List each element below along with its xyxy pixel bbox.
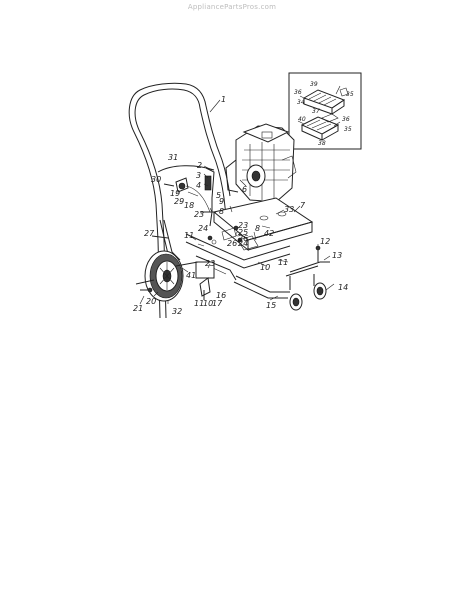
callout-2: 2 (197, 161, 202, 170)
base-frame (185, 197, 314, 281)
callout-33: 33 (284, 205, 294, 214)
main-wheel (135, 250, 199, 302)
callout-24-right: 24 (238, 239, 248, 248)
callout-11-lower: 11 (194, 299, 204, 308)
callout-16: 16 (216, 291, 226, 300)
callout-numbers: 1 2 3 4 5 6 7 8 8 9 10 10 11 11 11 12 13… (133, 95, 348, 316)
inset-callout-36-lower: 36 (342, 116, 350, 123)
inset-callout-40: 40 (298, 116, 306, 123)
watermark: AppliancePartsPros.com (187, 3, 277, 11)
engine (225, 123, 297, 203)
callout-20: 20 (146, 297, 156, 306)
callout-4: 4 (196, 181, 201, 190)
callout-10-right: 10 (260, 263, 270, 272)
callout-42: 42 (264, 229, 274, 238)
callout-23-lower: 23 (205, 259, 215, 268)
callout-7: 7 (300, 201, 306, 210)
inset-callout-35-upper: 35 (346, 91, 354, 98)
inset-detail (288, 72, 362, 150)
callout-27: 27 (144, 229, 155, 238)
inset-callout-34: 34 (297, 99, 305, 106)
callout-26-right: 26 (238, 234, 248, 243)
callout-23-upper: 23 (194, 210, 204, 219)
callout-8-lower: 8 (255, 224, 260, 233)
callout-6: 6 (242, 185, 247, 194)
callout-8-upper: 8 (219, 207, 224, 216)
callout-25: 25 (238, 228, 248, 237)
callout-15: 15 (266, 301, 276, 310)
inset-callout-35-lower: 35 (344, 126, 352, 133)
inset-callout-37: 37 (312, 108, 320, 115)
callout-30: 30 (151, 175, 161, 184)
callout-24-left: 24 (198, 224, 208, 233)
callout-1: 1 (221, 95, 226, 104)
inset-callout-36-upper: 36 (294, 89, 302, 96)
callout-19: 19 (170, 189, 180, 198)
callout-10-left: 10 (203, 299, 213, 308)
callout-17: 17 (212, 299, 223, 308)
caster-assembly (233, 245, 330, 311)
callout-32: 32 (172, 307, 182, 316)
callout-9: 9 (219, 197, 224, 206)
callout-29: 29 (174, 197, 184, 206)
callout-11-upper: 11 (184, 231, 194, 240)
callout-21: 21 (133, 304, 143, 313)
callout-12: 12 (320, 237, 330, 246)
inset-callout-39: 39 (310, 81, 318, 88)
inset-callout-numbers: 39 36 35 34 37 40 36 35 38 (294, 81, 354, 147)
callout-41: 41 (186, 271, 196, 280)
leader-lines (139, 99, 335, 305)
callout-31: 31 (168, 153, 178, 162)
callout-18: 18 (184, 201, 194, 210)
callout-3: 3 (196, 171, 201, 180)
callout-5: 5 (216, 191, 221, 200)
inset-callout-38: 38 (318, 140, 326, 147)
misc-hardware (151, 235, 211, 300)
callout-26-left: 26 (227, 239, 237, 248)
callout-23-middle: 23 (238, 221, 248, 230)
throttle-control (163, 167, 216, 227)
callout-13: 13 (332, 251, 342, 260)
callout-14: 14 (338, 283, 348, 292)
callout-11-right: 11 (278, 258, 288, 267)
